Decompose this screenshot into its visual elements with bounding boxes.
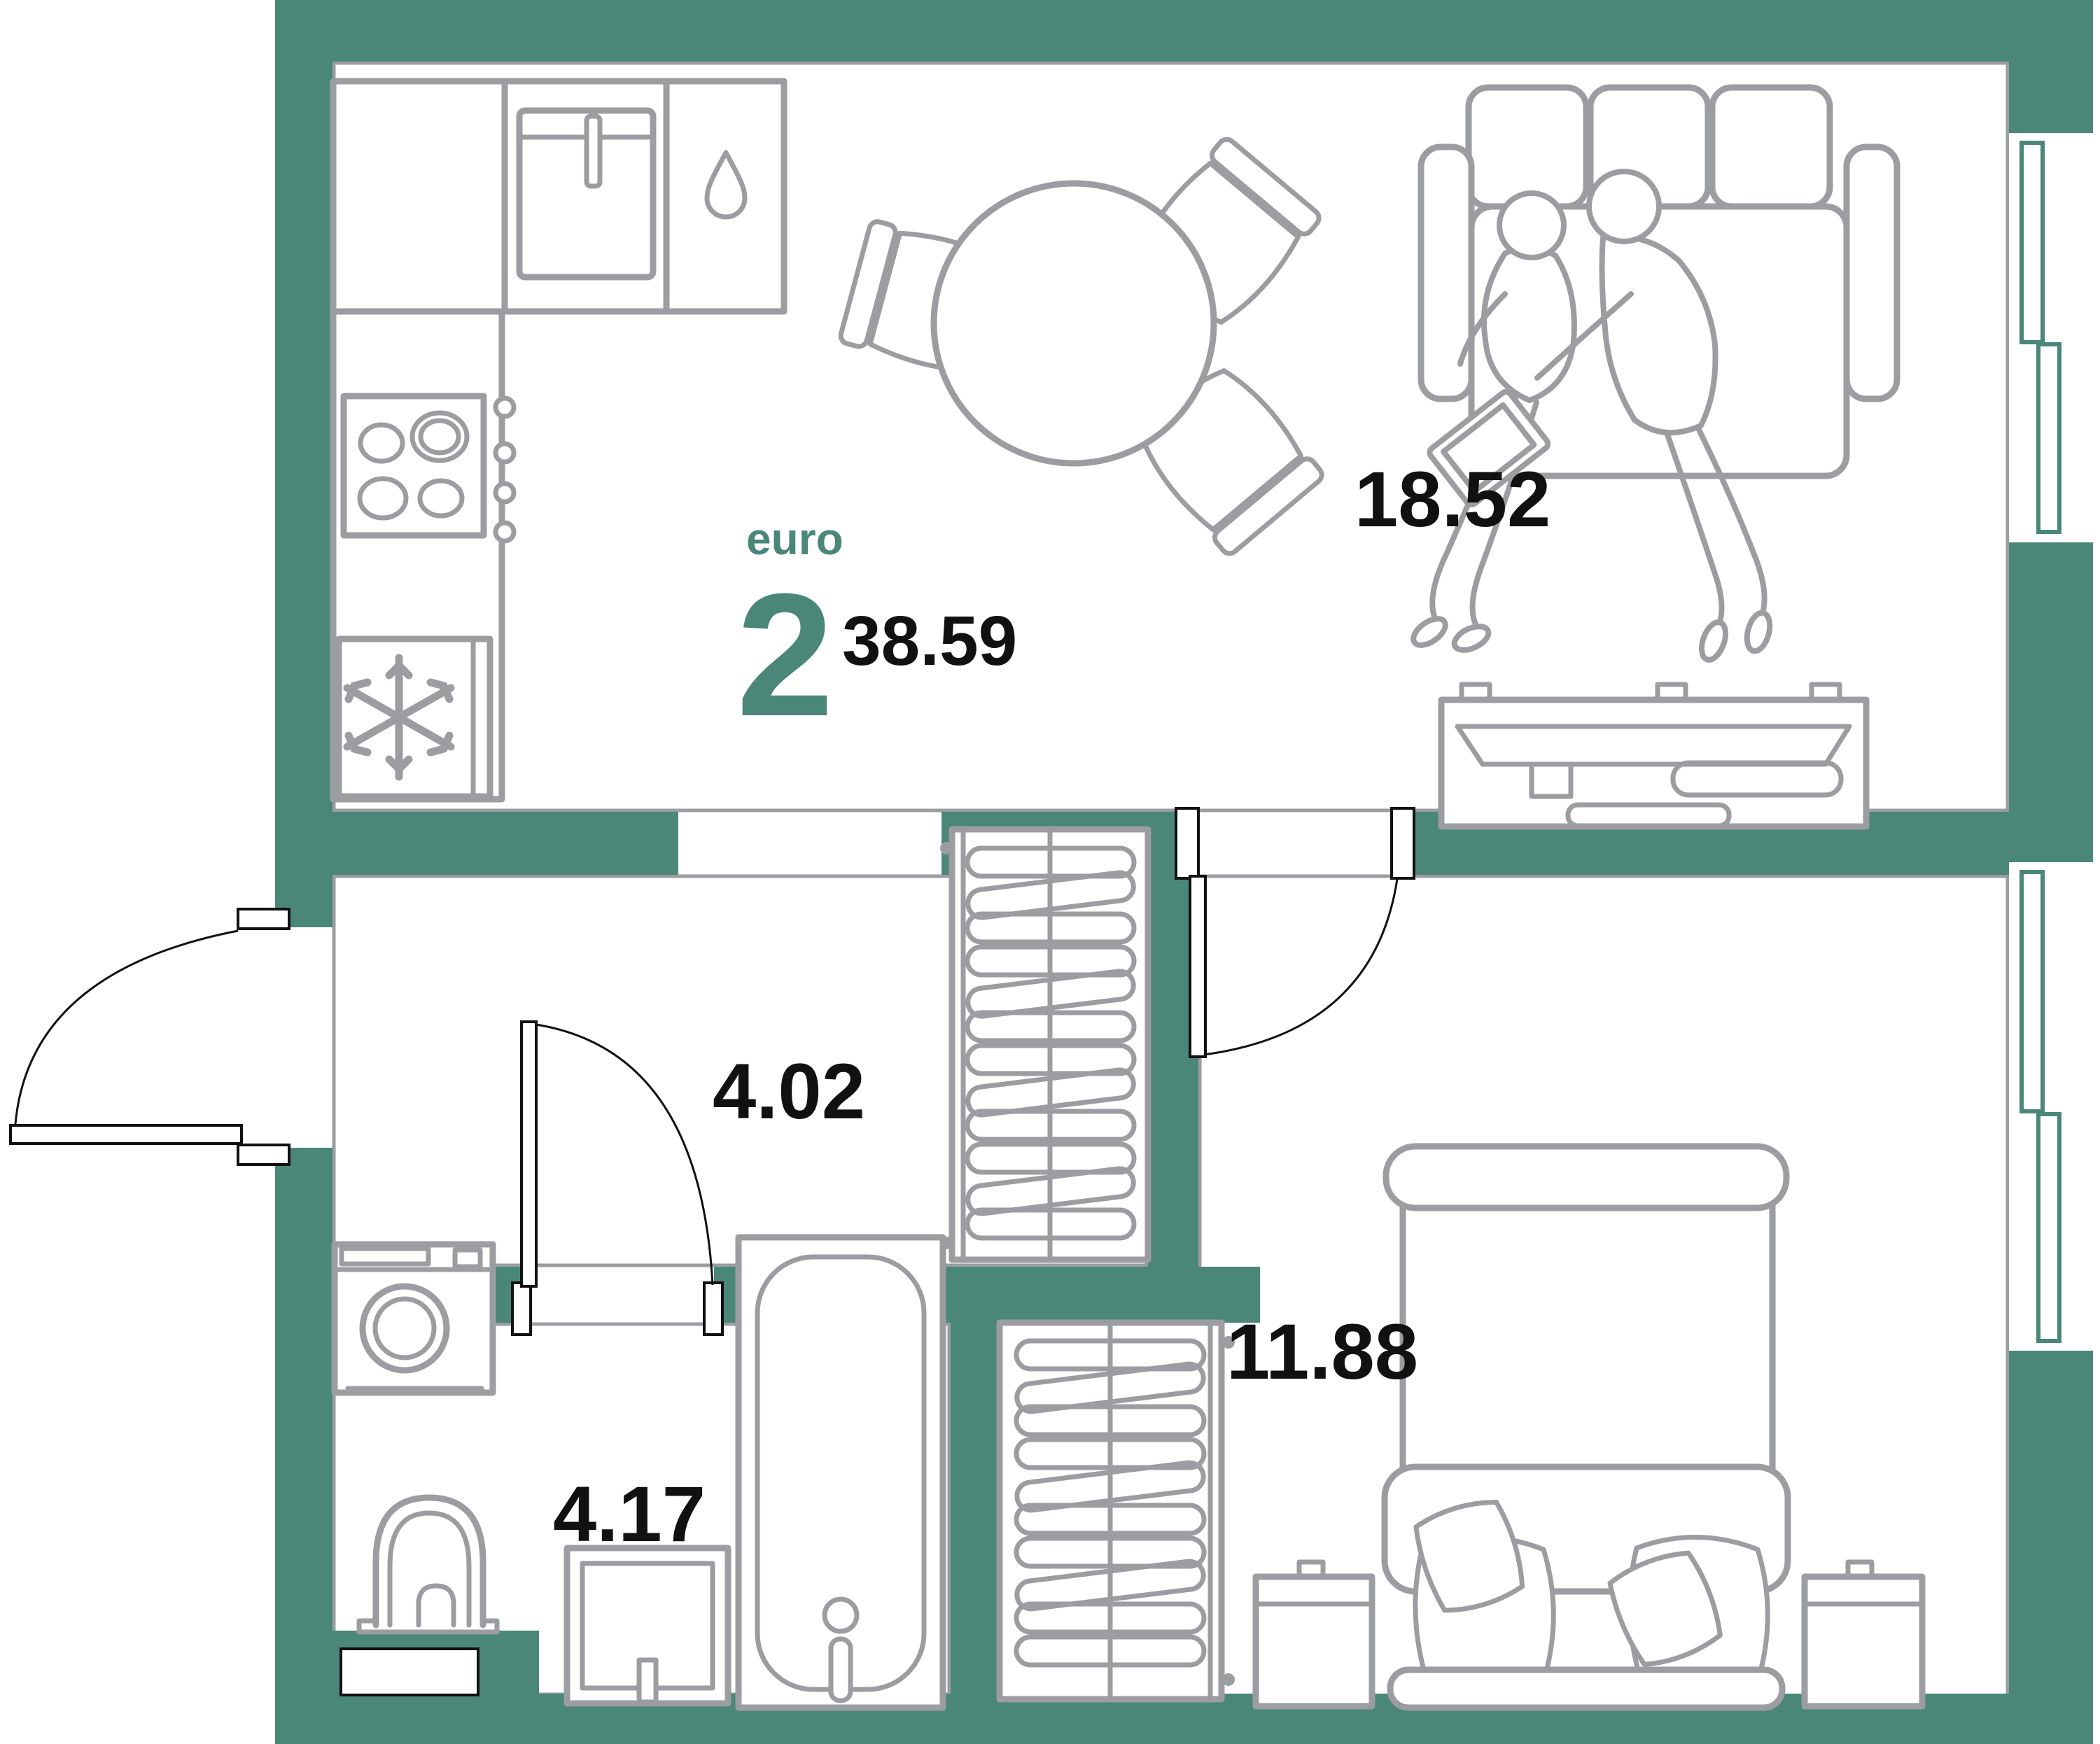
door-jamb [703, 1281, 724, 1336]
nightstand-icon [1801, 1559, 1926, 1710]
door-jamb [237, 1144, 290, 1166]
tv-console-icon [1438, 682, 1870, 830]
window-sash-icon [2019, 870, 2045, 1113]
hallway-area-label: 4.02 [713, 1048, 865, 1135]
laptop-icon [1427, 388, 1551, 507]
stove-knob-icon [493, 520, 517, 544]
wardrobe-hallway [940, 826, 1152, 1263]
fridge-icon [335, 635, 493, 800]
dining-table-icon [930, 180, 1217, 467]
layout-name-label: euro [746, 514, 844, 564]
door-swing-icon [1198, 878, 1399, 1057]
bed-footboard [1382, 1143, 1790, 1211]
kitchen [330, 78, 788, 803]
windows [2009, 133, 2093, 1351]
door-jamb [1175, 807, 1200, 880]
door-leaf [9, 1124, 243, 1145]
stove-burner-icon [410, 410, 470, 463]
bed-mattress [1399, 1202, 1776, 1485]
door-jamb [237, 908, 290, 930]
sofa-back-cushion [1709, 84, 1833, 210]
kitchen-counter-top [330, 78, 788, 315]
toilet-icon [356, 1494, 500, 1635]
pillow-icon [1607, 1550, 1723, 1667]
wall-bath-wardrobe [951, 1323, 1000, 1697]
pillow-icon [1413, 1500, 1525, 1613]
door-leaf [520, 1020, 538, 1288]
wardrobe-bedroom [996, 1319, 1235, 1703]
stove-knob-icon [493, 395, 517, 419]
stove-knob-icon [493, 441, 517, 465]
stove-knob-icon [493, 481, 517, 505]
rooms-count-label: 2 [736, 557, 834, 752]
wall-left-lower [275, 1148, 332, 1744]
wall-left-upper [275, 0, 332, 927]
freezer-snowflake-icon [343, 654, 455, 781]
living-area-label: 18.52 [1354, 456, 1550, 543]
wall-kitchen-hall [332, 812, 678, 875]
door-swing-icon [14, 929, 239, 1125]
door-leaf [1189, 875, 1207, 1058]
bed-icon [1381, 1143, 1791, 1711]
sofa-armrest [1843, 143, 1900, 402]
stove-burner-icon [357, 476, 409, 521]
labels: euro 2 38.59 18.52 4.02 4.17 11.88 [553, 456, 1550, 1558]
wall-top [275, 0, 2093, 62]
stove-burner-icon [358, 422, 405, 464]
bathroom-area-label: 4.17 [553, 1470, 706, 1558]
stove-icon [340, 393, 517, 544]
bathtub-icon [735, 1234, 946, 1711]
bathroom-sink-icon [564, 1545, 732, 1707]
bedroom-area-label: 11.88 [1226, 1308, 1418, 1395]
bedroom-door [1175, 807, 1415, 1058]
wardrobe-hinge-dot [1222, 1336, 1235, 1349]
water-drop-icon [704, 150, 748, 220]
entrance-door [9, 908, 290, 1166]
door-swing-icon [536, 1023, 714, 1286]
window-sash-icon [2019, 141, 2045, 344]
door-jamb [1390, 807, 1415, 880]
bathroom-door [511, 1020, 724, 1336]
wardrobe-hinge-dot [1222, 1673, 1235, 1686]
window-sash-icon [2036, 342, 2062, 534]
wardrobe-hinge-dot [940, 842, 953, 855]
bed-bolster [1387, 1666, 1786, 1711]
total-area-label: 38.59 [842, 602, 1017, 680]
nightstand-icon [1252, 1559, 1376, 1710]
bedroom-window [2009, 862, 2093, 1351]
sink-faucet-icon [584, 113, 603, 189]
door-jamb [511, 1281, 532, 1336]
sofa-icon [1410, 84, 1900, 663]
washing-machine-icon [331, 1241, 496, 1396]
doors [9, 807, 1415, 1336]
stove-burner-icon [417, 478, 465, 519]
bathroom-fixtures [331, 1234, 946, 1711]
bottom-wall-recess [340, 1647, 479, 1696]
bedroom-furniture [1252, 1143, 1926, 1711]
sofa-back-cushion [1465, 84, 1590, 210]
window-sash-icon [2036, 1112, 2062, 1343]
dining-set [838, 136, 1324, 556]
kitchen-sink-icon [516, 107, 657, 281]
living-room-window [2009, 133, 2093, 542]
couple-reading-icon [1410, 169, 1773, 663]
